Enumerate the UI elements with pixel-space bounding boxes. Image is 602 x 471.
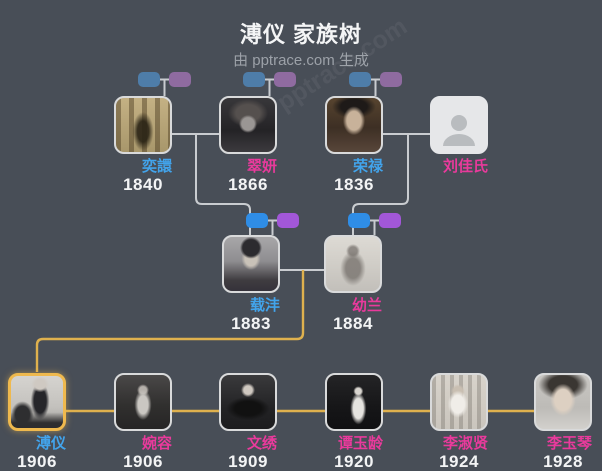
mother-icon[interactable] <box>274 72 296 87</box>
person-name: 谭玉龄 <box>337 435 383 452</box>
person-name: 荣禄 <box>352 158 383 175</box>
person-name: 李淑贤 <box>442 435 488 452</box>
person-photo-placeholder[interactable] <box>430 96 488 154</box>
parents-icons-yixuan <box>138 72 191 87</box>
person-name: 文绣 <box>246 435 277 452</box>
father-icon[interactable] <box>138 72 160 87</box>
birth-year: 1920 <box>334 452 374 471</box>
person-photo-yixuan[interactable] <box>114 96 172 154</box>
generator-credit: 由 pptrace.com 生成 <box>233 52 369 69</box>
birth-year: 1884 <box>333 314 373 333</box>
father-icon[interactable] <box>246 213 268 228</box>
birth-year: 1906 <box>123 452 163 471</box>
person-name: 李玉琴 <box>546 435 592 452</box>
avatar-body-icon <box>443 134 475 146</box>
person-name: 幼兰 <box>351 297 382 314</box>
person-card-wenxiu[interactable]: 文绣 1909 <box>219 373 277 470</box>
parents-icons-ronglu <box>349 72 402 87</box>
person-name: 翠妍 <box>246 158 277 175</box>
mother-icon[interactable] <box>380 72 402 87</box>
person-photo-puyi[interactable] <box>8 373 66 431</box>
person-card-yixuan[interactable]: 奕譞 1840 <box>114 96 172 193</box>
person-photo-wenxiu[interactable] <box>219 373 277 431</box>
birth-year: 1840 <box>123 175 163 194</box>
person-name: 载沣 <box>249 297 280 314</box>
father-icon[interactable] <box>348 213 370 228</box>
mother-icon[interactable] <box>277 213 299 228</box>
person-card-lishuxian[interactable]: 李淑贤 1924 <box>430 373 488 470</box>
birth-year: 1883 <box>231 314 271 333</box>
avatar-head-icon <box>451 115 467 131</box>
person-card-liyuqin[interactable]: 李玉琴 1928 <box>534 373 592 470</box>
person-card-ronglu[interactable]: 荣禄 1836 <box>325 96 383 193</box>
person-card-zaifeng[interactable]: 载沣 1883 <box>222 235 280 332</box>
person-card-liujiashi[interactable]: 刘佳氏 <box>430 96 488 176</box>
person-photo-zaifeng[interactable] <box>222 235 280 293</box>
person-name: 奕譞 <box>141 158 172 175</box>
mother-icon[interactable] <box>169 72 191 87</box>
person-photo-ronglu[interactable] <box>325 96 383 154</box>
birth-year: 1909 <box>228 452 268 471</box>
person-card-cuiyan[interactable]: 翠妍 1866 <box>219 96 277 193</box>
mother-icon[interactable] <box>379 213 401 228</box>
person-photo-wanrong[interactable] <box>114 373 172 431</box>
person-card-puyi[interactable]: 溥仪 1906 <box>8 373 66 470</box>
person-photo-lishuxian[interactable] <box>430 373 488 431</box>
birth-year: 1866 <box>228 175 268 194</box>
person-photo-tanyuling[interactable] <box>325 373 383 431</box>
person-name: 溥仪 <box>35 435 66 452</box>
person-photo-cuiyan[interactable] <box>219 96 277 154</box>
birth-year: 1924 <box>439 452 479 471</box>
person-photo-liyuqin[interactable] <box>534 373 592 431</box>
person-card-wanrong[interactable]: 婉容 1906 <box>114 373 172 470</box>
parents-icons-cuiyan <box>243 72 296 87</box>
parents-icons-zaifeng <box>246 213 299 228</box>
parents-icons-youlan <box>348 213 401 228</box>
birth-year: 1928 <box>543 452 583 471</box>
birth-year: 1906 <box>17 452 57 471</box>
father-icon[interactable] <box>243 72 265 87</box>
person-card-tanyuling[interactable]: 谭玉龄 1920 <box>325 373 383 470</box>
person-card-youlan[interactable]: 幼兰 1884 <box>324 235 382 332</box>
birth-year: 1836 <box>334 175 374 194</box>
father-icon[interactable] <box>349 72 371 87</box>
page-title: 溥仪 家族树 <box>239 22 363 47</box>
person-name: 刘佳氏 <box>442 158 488 175</box>
person-name: 婉容 <box>141 435 172 452</box>
person-photo-youlan[interactable] <box>324 235 382 293</box>
